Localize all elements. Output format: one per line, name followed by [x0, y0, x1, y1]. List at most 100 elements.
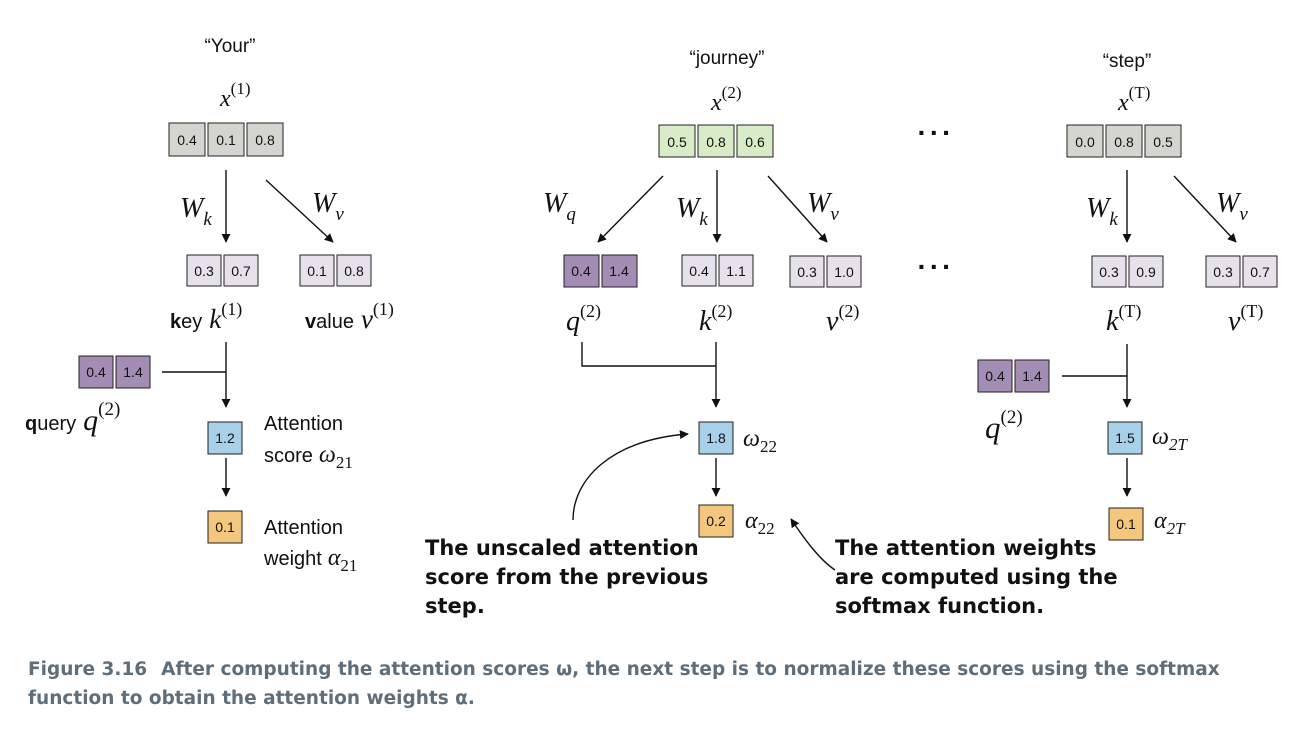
weight-matrix-wk: Wk: [676, 193, 708, 230]
value-vector-v2: 0.3 1.0: [789, 255, 862, 288]
vector-value: 1.4: [1022, 368, 1042, 384]
annotation-softmax-line: The attention weights: [835, 536, 1097, 560]
vector-value: 0.8: [344, 263, 364, 279]
input-vector-xT: 0.0 0.8 0.5: [1066, 124, 1182, 158]
query-vector-q2: 0.4 1.4: [977, 359, 1050, 393]
vector-cell: [207, 421, 243, 455]
figure-number: Figure 3.16: [28, 659, 148, 680]
key-vector-k2: 0.4 1.1: [681, 254, 754, 287]
vector-value: 0.1: [307, 263, 327, 279]
annotation-arrow-unscaled: [572, 430, 689, 521]
weight-matrix-wk: Wk: [1086, 193, 1118, 230]
vector-cell: [1066, 124, 1104, 158]
v2-label: v(2): [826, 301, 859, 337]
weight-symbol: α2T: [1154, 508, 1186, 538]
weight-value: 0.1: [215, 519, 235, 535]
vector-value: 1.4: [123, 364, 143, 380]
attention-score-label: Attention: [264, 413, 343, 435]
vector-value: 0.3: [1213, 264, 1233, 280]
xT-label: x(T): [1117, 83, 1150, 116]
k2-label: k(2): [699, 301, 732, 337]
kT-label: k(T): [1106, 301, 1141, 337]
vector-cell: [1205, 255, 1241, 288]
vector-cell: [826, 255, 862, 288]
query-connector: [581, 342, 716, 367]
q2-label: q(2): [566, 301, 601, 337]
ellipsis: ···: [918, 117, 955, 148]
weight-matrix-wv: Wv: [807, 188, 839, 225]
vector-cell: [718, 254, 754, 287]
x1-label: x(1): [219, 79, 250, 112]
vector-cell: [1144, 124, 1182, 158]
arrow-to-value: [1173, 175, 1237, 243]
vector-value: 0.0: [1075, 134, 1095, 150]
vector-cell: [736, 124, 774, 158]
query-vector-q2: 0.4 1.4: [78, 355, 151, 389]
score-symbol: ω22: [743, 426, 777, 456]
query-vector-q2: 0.4 1.4: [563, 254, 638, 288]
input-vector-x2: 0.5 0.8 0.6: [658, 124, 774, 158]
weight-matrix-wq: Wq: [543, 188, 576, 225]
score-value: 1.2: [215, 430, 235, 446]
weight-matrix-wk: Wk: [180, 193, 212, 230]
weight-symbol: α22: [745, 508, 775, 538]
vector-value: 0.4: [177, 132, 197, 148]
caption-text: After computing the attention scores ω, …: [28, 659, 1220, 709]
annotation-softmax-line: are computed using the: [835, 565, 1118, 589]
score-value: 1.5: [1115, 430, 1135, 446]
arrow-to-value: [265, 179, 334, 243]
vector-cell: [977, 359, 1013, 393]
column-your: “Your” x(1) 0.4 0.1 0.8 Wk Wv 0.3 0.7 0.…: [25, 36, 394, 575]
vector-value: 0.4: [86, 364, 106, 380]
value-vector-v1: 0.1 0.8: [299, 254, 372, 287]
vector-value: 0.8: [255, 132, 275, 148]
vector-value: 0.4: [985, 368, 1005, 384]
attention-weight-box: 0.1: [1108, 507, 1144, 541]
column-journey: “journey” x(2) 0.5 0.8 0.6 Wq Wk Wv 0.4 …: [425, 48, 1118, 618]
vector-value: 0.4: [689, 263, 709, 279]
vector-cell: [299, 254, 335, 287]
vector-cell: [1105, 124, 1143, 158]
vector-value: 0.1: [216, 132, 236, 148]
vT-label: v(T): [1228, 301, 1263, 337]
vector-value: 1.0: [834, 264, 854, 280]
vector-value: 0.3: [797, 264, 817, 280]
vector-cell: [601, 254, 638, 288]
attention-score-box: 1.5: [1107, 421, 1143, 455]
vector-value: 0.9: [1136, 264, 1156, 280]
token-your: “Your”: [204, 36, 255, 57]
score-symbol: ω2T: [1152, 424, 1188, 454]
score-value: 1.8: [706, 430, 726, 446]
attention-weight-box: 0.2: [698, 504, 734, 538]
vector-cell: [207, 510, 243, 544]
vector-cell: [186, 254, 222, 287]
x2-label: x(2): [710, 83, 741, 116]
annotation-unscaled-line: The unscaled attention: [425, 536, 699, 560]
vector-cell: [1108, 507, 1144, 541]
vector-cell: [168, 122, 206, 157]
vector-cell: [697, 124, 735, 158]
vector-value: 0.6: [745, 134, 765, 150]
vector-value: 0.3: [1099, 264, 1119, 280]
vector-value: 0.3: [194, 263, 214, 279]
key-vector-kT: 0.3 0.9: [1091, 255, 1164, 288]
column-step: “step” x(T) 0.0 0.8 0.5 Wk Wv 0.3 0.9 0.…: [977, 51, 1278, 541]
vector-value: 0.8: [706, 134, 726, 150]
vector-value: 1.1: [726, 263, 746, 279]
vector-value: 0.7: [1250, 264, 1270, 280]
vector-cell: [658, 124, 696, 158]
vector-cell: [681, 254, 717, 287]
vector-cell: [78, 355, 114, 389]
token-step: “step”: [1103, 51, 1152, 72]
vector-cell: [789, 255, 825, 288]
annotation-softmax-line: softmax function.: [835, 594, 1044, 618]
vector-cell: [563, 254, 600, 288]
token-journey: “journey”: [690, 48, 765, 69]
vector-cell: [1242, 255, 1278, 288]
attention-weight-box: 0.1: [207, 510, 243, 544]
